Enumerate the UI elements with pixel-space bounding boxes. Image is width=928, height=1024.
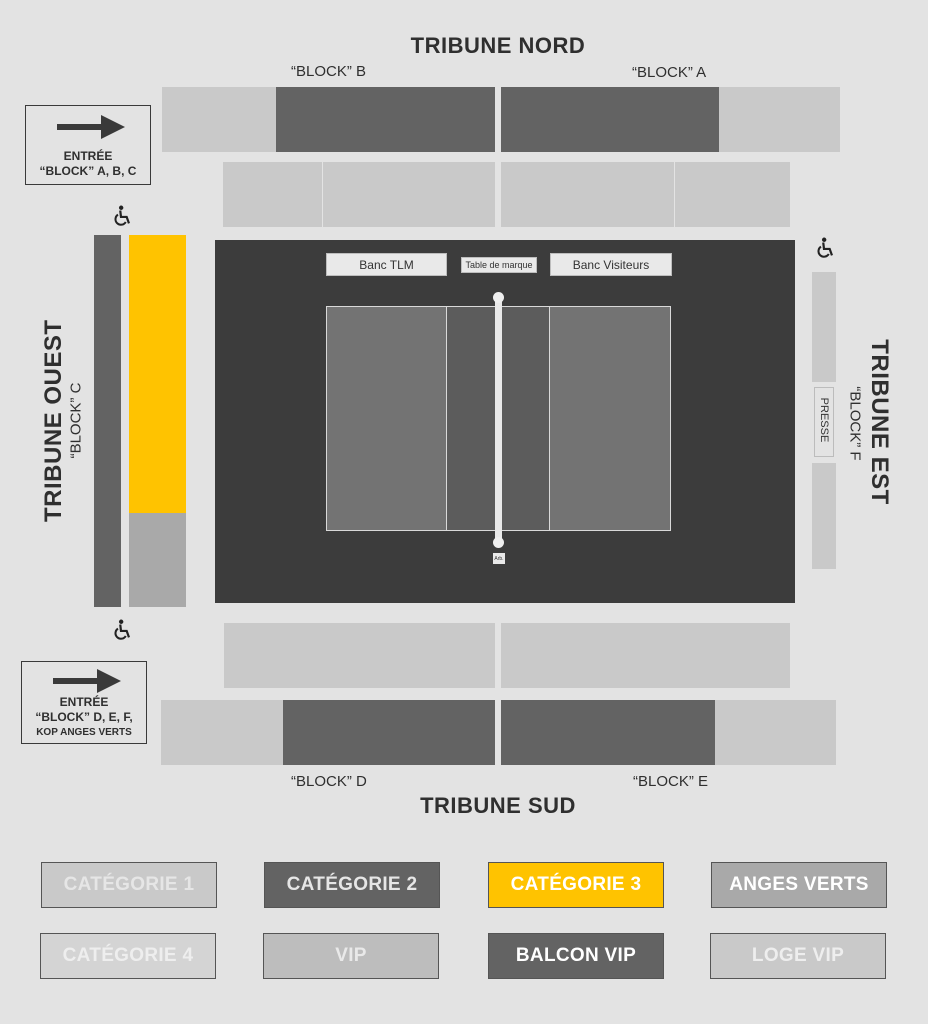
arrow-right-icon [53, 669, 121, 693]
east-seat-lower[interactable] [812, 463, 836, 569]
north-row2-left-a[interactable] [223, 162, 322, 227]
net-line [495, 297, 502, 545]
entry-top-line1: ENTRÉE [63, 149, 113, 163]
scorer-table: Table de marque [461, 257, 537, 273]
legend-loge-vip[interactable]: LOGE VIP [710, 933, 886, 979]
entry-bottom-line2: “BLOCK” D, E, F, [35, 710, 133, 724]
attack-zone-left [446, 307, 496, 530]
entry-top-line2: “BLOCK” A, B, C [39, 164, 137, 178]
bench-home: Banc TLM [326, 253, 447, 276]
north-row1-block-a-cat2[interactable] [501, 87, 719, 152]
wheelchair-icon [817, 237, 833, 258]
block-c-label: “BLOCK” C [67, 382, 85, 459]
tribune-sud-title: TRIBUNE SUD [420, 793, 576, 818]
legend-vip[interactable]: VIP [263, 933, 439, 979]
west-inner-cat3[interactable] [129, 235, 186, 513]
wheelchair-icon [114, 205, 130, 226]
south-row2-right-cat1[interactable] [715, 700, 836, 765]
entry-bottom-line1: ENTRÉE [59, 695, 109, 709]
south-row1-right[interactable] [501, 623, 790, 688]
legend-balcon-vip[interactable]: BALCON VIP [488, 933, 664, 979]
press-label: PRESSE [818, 397, 830, 443]
net-post-bottom [493, 537, 504, 548]
south-row2-left-cat1[interactable] [161, 700, 283, 765]
north-row2-left-b[interactable] [323, 162, 495, 227]
tribune-nord-title: TRIBUNE NORD [410, 33, 586, 58]
south-row2-block-e-cat2[interactable] [501, 700, 715, 765]
attack-zone-right [502, 307, 550, 530]
block-f-label: “BLOCK” F [846, 386, 864, 461]
north-row2-right-a[interactable] [501, 162, 674, 227]
east-seat-upper[interactable] [812, 272, 836, 382]
entry-box-bottom: ENTRÉE “BLOCK” D, E, F, KOP ANGES VERTS [21, 661, 147, 744]
north-row1-left-cat1[interactable] [162, 87, 276, 152]
west-inner-anges-verts[interactable] [129, 513, 186, 607]
north-row1-right-cat1[interactable] [719, 87, 840, 152]
entry-bottom-line3: KOP ANGES VERTS [36, 727, 132, 738]
south-row2-block-d-cat2[interactable] [283, 700, 495, 765]
north-row1-block-b-cat2[interactable] [276, 87, 495, 152]
entry-box-top: ENTRÉE “BLOCK” A, B, C [25, 105, 151, 185]
legend-cat-gorie-2[interactable]: CATÉGORIE 2 [264, 862, 440, 908]
west-outer-cat2[interactable] [94, 235, 121, 607]
block-b-label: “BLOCK” B [291, 63, 367, 80]
arrow-right-icon [57, 115, 125, 139]
bench-away: Banc Visiteurs [550, 253, 672, 276]
tribune-ouest-title: TRIBUNE OUEST [40, 319, 67, 522]
block-d-label: “BLOCK” D [291, 773, 367, 790]
block-a-label: “BLOCK” A [632, 64, 707, 81]
press-box [814, 387, 834, 457]
wheelchair-icon [114, 619, 130, 640]
legend-anges-verts[interactable]: ANGES VERTS [711, 862, 887, 908]
legend-cat-gorie-3[interactable]: CATÉGORIE 3 [488, 862, 664, 908]
tribune-est-title: TRIBUNE EST [866, 339, 893, 505]
block-e-label: “BLOCK” E [633, 773, 709, 790]
legend-cat-gorie-4[interactable]: CATÉGORIE 4 [40, 933, 216, 979]
net-post-top [493, 292, 504, 303]
south-row1-left[interactable] [224, 623, 495, 688]
legend-cat-gorie-1[interactable]: CATÉGORIE 1 [41, 862, 217, 908]
north-row2-right-b[interactable] [675, 162, 790, 227]
referee-stand: Arb. [493, 553, 505, 564]
